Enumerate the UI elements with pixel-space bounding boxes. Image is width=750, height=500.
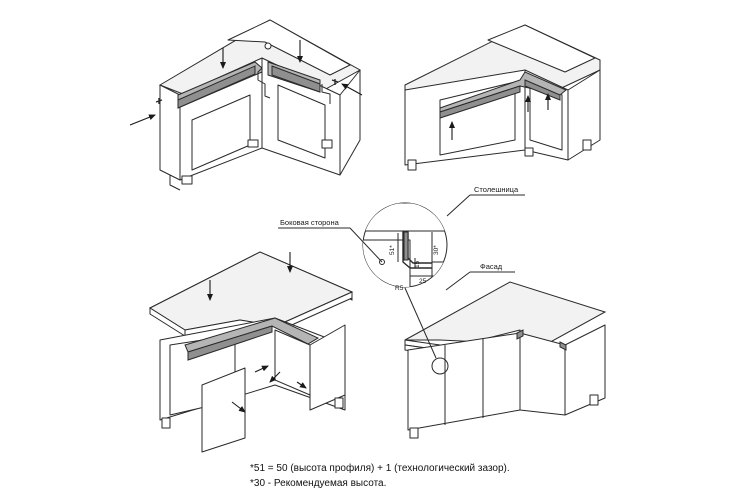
step4-cabinet: [404, 281, 607, 439]
dim-25: 25: [419, 278, 427, 285]
step1-cabinet: [129, 19, 363, 191]
step3-cabinet: [148, 251, 354, 453]
detail-view: 51* 15 30* 25 R5: [362, 202, 448, 292]
footnote-30: *30 - Рекомендуемая высота.: [250, 478, 387, 489]
dim-15: 15: [414, 260, 421, 268]
callouts: Столешница Боковая сторона Фасад: [278, 185, 525, 291]
step2-cabinet: [404, 24, 601, 171]
dim-51: 51*: [389, 245, 396, 255]
label-countertop: Столешница: [474, 185, 519, 194]
label-facade: Фасад: [480, 262, 503, 271]
dim-r5: R5: [395, 285, 404, 292]
dim-30: 30*: [433, 245, 440, 255]
label-side: Боковая сторона: [280, 218, 340, 227]
footnote-51: *51 = 50 (высота профиля) + 1 (технологи…: [250, 463, 510, 474]
